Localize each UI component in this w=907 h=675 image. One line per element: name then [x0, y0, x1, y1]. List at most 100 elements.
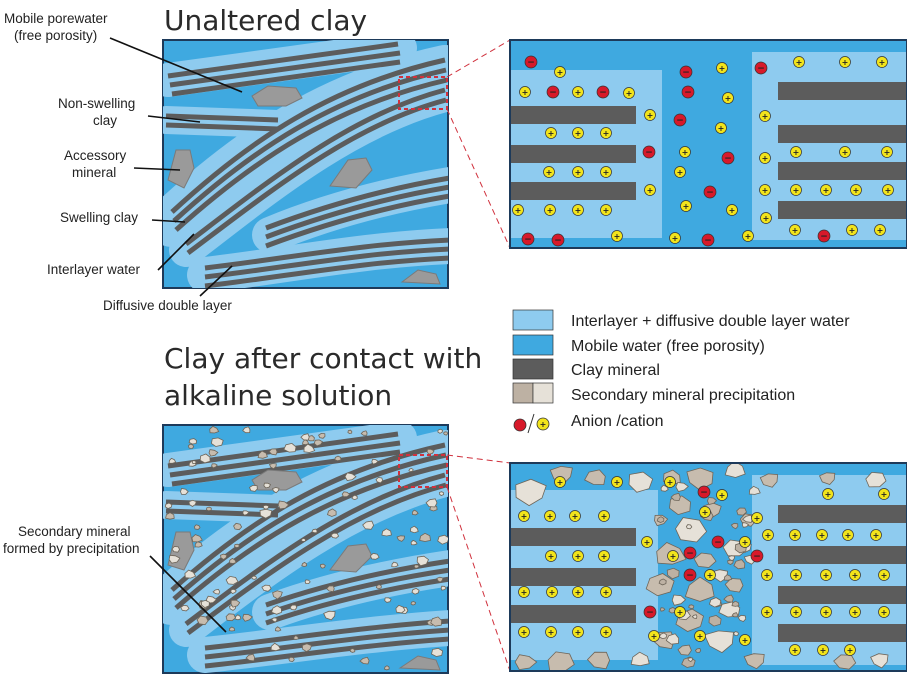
cation-icon: +: [600, 204, 612, 216]
label-mobile-porewater-2: (free porosity): [14, 28, 97, 43]
cation-icon: +: [600, 166, 612, 178]
mineral-grain: [326, 585, 335, 593]
mineral-grain: [691, 614, 698, 619]
cation-icon: +: [600, 127, 612, 139]
mineral-grain: [188, 499, 197, 507]
cation-icon: +: [760, 212, 772, 224]
svg-text:+: +: [647, 186, 654, 195]
svg-text:+: +: [754, 514, 761, 523]
mineral-grain: [440, 585, 447, 591]
svg-text:+: +: [725, 94, 732, 103]
mineral-grain: [318, 432, 326, 439]
svg-text:+: +: [793, 571, 800, 580]
anion-icon: −: [673, 113, 687, 127]
svg-text:+: +: [877, 226, 884, 235]
label-secondary-mineral-1: Secondary mineral: [18, 524, 131, 539]
mineral-grain: [261, 584, 272, 592]
mineral-grain: [396, 535, 405, 542]
cation-icon: +: [715, 122, 727, 134]
mineral-grain: [515, 478, 547, 507]
cation-icon: +: [644, 184, 656, 196]
mineral-grain: [671, 594, 687, 606]
mineral-grain: [187, 443, 195, 450]
mineral-grain: [383, 665, 390, 671]
label-accessory-2: mineral: [72, 165, 116, 180]
mineral-grain: [442, 431, 448, 436]
svg-text:−: −: [527, 58, 535, 68]
svg-text:+: +: [677, 608, 684, 617]
zoom-box-bottom: [398, 454, 448, 488]
svg-text:+: +: [683, 202, 690, 211]
mineral-grain: [727, 559, 734, 565]
mineral-grain: [685, 524, 693, 530]
label-non-swelling-2: clay: [93, 113, 117, 128]
svg-text:+: +: [548, 628, 555, 637]
cation-icon: +: [572, 166, 584, 178]
anion-icon: −: [521, 232, 535, 246]
mineral-grain: [229, 557, 237, 564]
anion-icon: −: [546, 85, 560, 99]
svg-text:+: +: [682, 148, 689, 157]
mineral-grain: [359, 656, 370, 665]
cation-icon: +: [545, 127, 557, 139]
secondary-mineral-swatch: [512, 382, 554, 404]
anion-icon: −: [643, 605, 657, 619]
mineral-grain: [347, 429, 353, 435]
mineral-grain: [288, 656, 295, 663]
mineral-grain: [381, 528, 392, 537]
svg-text:+: +: [522, 88, 529, 97]
mineral-grain: [723, 594, 734, 603]
cation-icon: +: [793, 56, 805, 68]
svg-text:+: +: [603, 168, 610, 177]
mineral-grain: [180, 604, 190, 612]
svg-text:+: +: [742, 636, 749, 645]
svg-text:+: +: [847, 646, 854, 655]
svg-text:−: −: [554, 236, 562, 246]
mineral-grain: [723, 574, 733, 581]
mineral-grain: [416, 555, 430, 567]
svg-text:+: +: [873, 531, 880, 540]
cation-icon: +: [545, 550, 557, 562]
altered-clay-panel: [162, 424, 449, 674]
mineral-grain: [865, 471, 887, 488]
anion-icon: −: [703, 185, 717, 199]
mineral-grain: [259, 508, 273, 519]
mineral-grain: [413, 564, 420, 569]
mineral-grain: [270, 642, 281, 652]
title-altered-clay-line2: alkaline solution: [164, 379, 392, 412]
mineral-grain: [730, 522, 739, 530]
mineral-grain: [165, 512, 175, 520]
cation-icon: +: [762, 529, 774, 541]
cation-icon: +: [518, 510, 530, 522]
cation-icon: +: [846, 224, 858, 236]
svg-text:+: +: [719, 491, 726, 500]
label-secondary-mineral-2: formed by precipitation: [3, 541, 140, 556]
svg-text:+: +: [792, 531, 799, 540]
svg-text:+: +: [849, 226, 856, 235]
cation-icon: +: [878, 488, 890, 500]
mineral-grain: [724, 463, 746, 478]
mineral-grain: [736, 507, 747, 516]
mineral-grain: [677, 644, 692, 656]
mineral-grain: [289, 604, 298, 611]
svg-text:+: +: [603, 588, 610, 597]
mineral-grain: [741, 522, 750, 528]
mineral-grain: [225, 575, 239, 585]
anion-icon: −: [679, 65, 693, 79]
svg-text:+: +: [521, 588, 528, 597]
mineral-grain: [369, 552, 380, 560]
mineral-grain: [341, 491, 351, 498]
mineral-grain: [688, 604, 695, 609]
cation-icon: +: [790, 184, 802, 196]
mineral-grain: [268, 463, 277, 470]
mineral-grain: [670, 492, 681, 502]
mineral-grain: [245, 653, 256, 662]
mineral-grain: [395, 604, 406, 614]
svg-text:−: −: [686, 571, 694, 581]
svg-text:+: +: [707, 571, 714, 580]
mineral-grain: [209, 425, 220, 434]
secondary-mineral-grains: [164, 425, 448, 671]
svg-text:+: +: [764, 571, 771, 580]
mineral-grain: [731, 612, 738, 618]
ions-top: −++−+−+++++−+−+++−++−+−+−+++++++++−+++++…: [512, 55, 894, 247]
